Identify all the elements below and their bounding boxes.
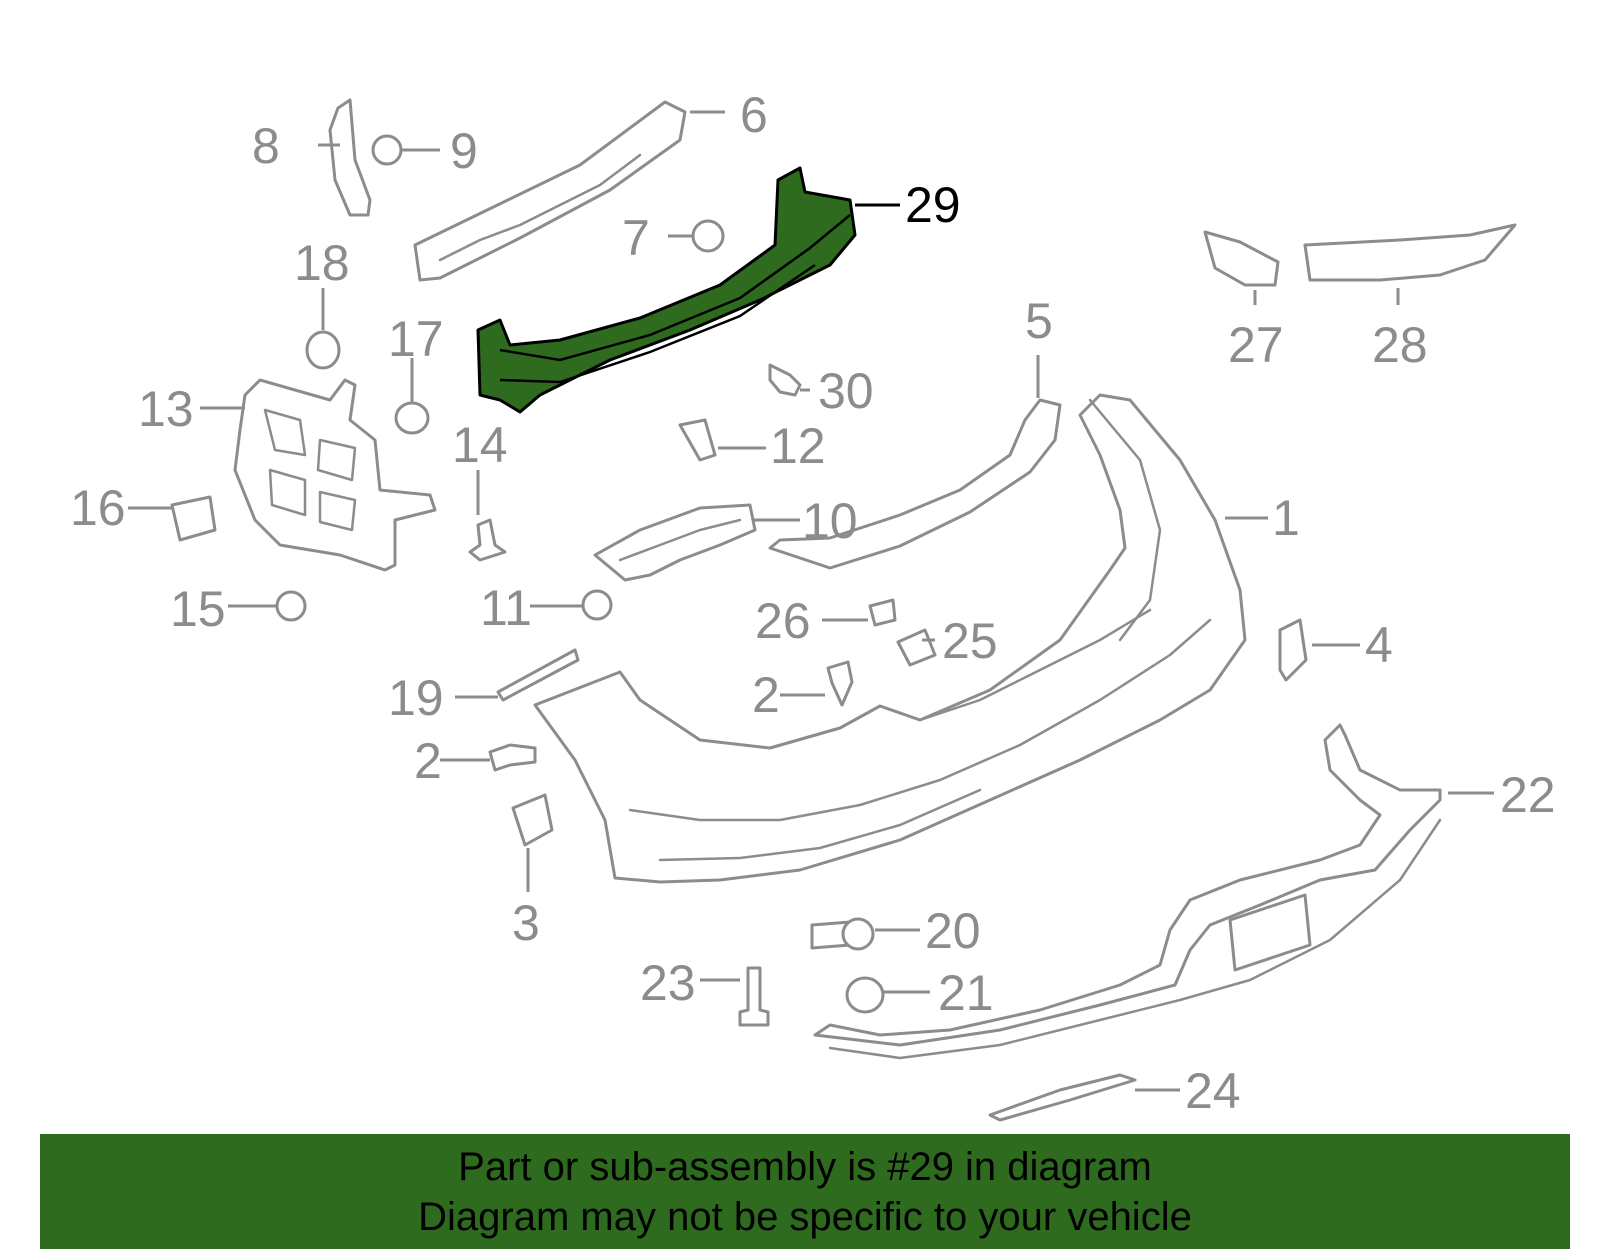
callout-3: 3 bbox=[512, 895, 540, 951]
banner-line-2: Diagram may not be specific to your vehi… bbox=[418, 1194, 1192, 1239]
part-20-sensor-head bbox=[841, 917, 875, 951]
leader-lines bbox=[128, 110, 1494, 1092]
part-26-clip[interactable] bbox=[868, 598, 897, 627]
part-13-side-bracket[interactable] bbox=[233, 378, 437, 572]
callout-2-upper: 2 bbox=[752, 667, 780, 723]
callout-28: 28 bbox=[1372, 317, 1428, 373]
part-8-bracket[interactable] bbox=[328, 98, 372, 217]
callout-30: 30 bbox=[818, 363, 874, 419]
part-29-impact-bar[interactable] bbox=[476, 166, 857, 414]
callout-16: 16 bbox=[70, 480, 126, 536]
callout-27: 27 bbox=[1228, 317, 1284, 373]
part-15-nut[interactable] bbox=[275, 590, 307, 622]
part-17-plug[interactable] bbox=[394, 401, 430, 435]
info-banner: Part or sub-assembly is #29 in diagram D… bbox=[40, 1134, 1570, 1249]
part-24-strip[interactable] bbox=[988, 1073, 1137, 1122]
callout-10: 10 bbox=[802, 493, 858, 549]
callout-9: 9 bbox=[450, 123, 478, 179]
callout-13: 13 bbox=[138, 381, 194, 437]
part-6-bracket[interactable] bbox=[413, 100, 687, 282]
part-3-clip[interactable] bbox=[511, 793, 554, 847]
part-22-lower-valance[interactable] bbox=[813, 723, 1442, 1060]
part-2-screw-upper[interactable] bbox=[826, 660, 854, 707]
callout-22: 22 bbox=[1500, 767, 1556, 823]
callout-23: 23 bbox=[640, 955, 696, 1011]
part-16-bracket[interactable] bbox=[170, 495, 217, 542]
callout-25: 25 bbox=[942, 613, 998, 669]
part-9-clip[interactable] bbox=[371, 134, 403, 166]
part-11-nut[interactable] bbox=[581, 589, 613, 621]
callout-5: 5 bbox=[1025, 293, 1053, 349]
part-10-bracket[interactable] bbox=[593, 503, 757, 582]
callout-24: 24 bbox=[1185, 1063, 1241, 1119]
callout-labels: 1 2 2 3 4 5 6 7 8 9 10 11 12 13 14 15 16… bbox=[70, 87, 1556, 1119]
part-5-upper-strip[interactable] bbox=[768, 398, 1062, 570]
callout-8: 8 bbox=[252, 118, 280, 174]
callout-29: 29 bbox=[905, 177, 961, 233]
part-7-clip[interactable] bbox=[691, 219, 725, 253]
part-18-grommet[interactable] bbox=[305, 330, 341, 370]
callout-14: 14 bbox=[452, 417, 508, 473]
callout-18: 18 bbox=[294, 235, 350, 291]
callout-21: 21 bbox=[938, 965, 994, 1021]
part-2-screw-lower[interactable] bbox=[488, 743, 537, 772]
part-28-reflector[interactable] bbox=[1303, 223, 1517, 282]
part-4-bracket[interactable] bbox=[1278, 618, 1308, 682]
callout-26: 26 bbox=[755, 593, 811, 649]
part-25-clip[interactable] bbox=[896, 628, 937, 667]
callout-15: 15 bbox=[170, 581, 226, 637]
part-14-push-pin[interactable] bbox=[468, 518, 507, 562]
part-21-cap[interactable] bbox=[845, 976, 885, 1014]
callout-1: 1 bbox=[1272, 490, 1300, 546]
callout-17: 17 bbox=[388, 311, 444, 367]
part-12-clip[interactable] bbox=[678, 418, 717, 462]
callout-7: 7 bbox=[622, 210, 650, 266]
callout-19: 19 bbox=[388, 670, 444, 726]
banner-line-1: Part or sub-assembly is #29 in diagram bbox=[458, 1144, 1152, 1189]
part-1-bumper-cover[interactable] bbox=[533, 393, 1247, 884]
callout-11: 11 bbox=[480, 580, 532, 636]
callout-4: 4 bbox=[1365, 617, 1393, 673]
part-27-reflector[interactable] bbox=[1203, 230, 1280, 287]
callout-6: 6 bbox=[740, 87, 768, 143]
callout-20: 20 bbox=[925, 903, 981, 959]
part-30-bolt[interactable] bbox=[768, 363, 802, 397]
callout-2-lower: 2 bbox=[414, 733, 442, 789]
callout-12: 12 bbox=[770, 418, 826, 474]
part-23-bolt[interactable] bbox=[738, 966, 770, 1027]
part-19-strip[interactable] bbox=[496, 648, 580, 702]
